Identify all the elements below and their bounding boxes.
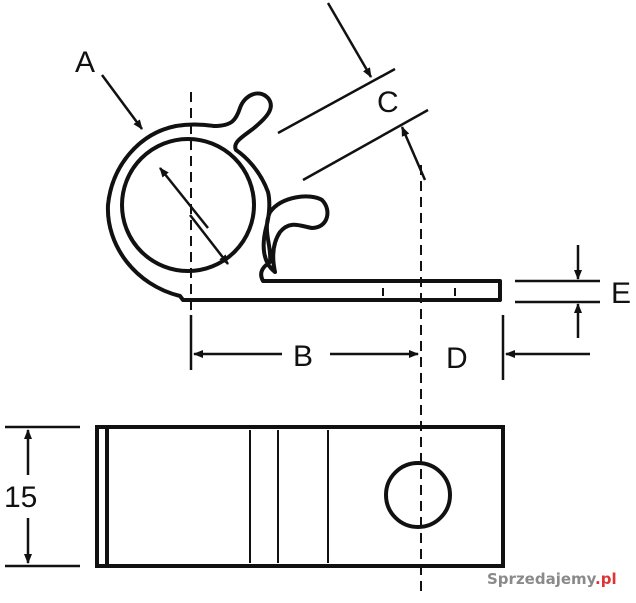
diameter-arrow xyxy=(159,167,209,229)
tab-ticks xyxy=(382,288,456,296)
c-extension-upper xyxy=(277,67,396,135)
label-c: C xyxy=(377,86,399,119)
clip-side-view xyxy=(105,91,502,302)
c-arrow-lower xyxy=(400,126,427,181)
dimension-lines xyxy=(5,2,600,568)
clip-outer-contour xyxy=(105,91,502,302)
watermark: Sprzedajemy.pl xyxy=(487,570,617,588)
clip-inner-circle xyxy=(120,137,256,273)
strip-outline xyxy=(95,425,505,568)
label-e: E xyxy=(611,277,631,310)
c-arrow-upper xyxy=(326,2,373,78)
mounting-hole xyxy=(384,461,452,529)
label-a: A xyxy=(75,46,95,79)
clip-top-view xyxy=(95,425,505,568)
watermark-text: Sprzedajemy.pl xyxy=(487,570,617,588)
c-extension-lower xyxy=(302,108,429,182)
leader-a xyxy=(100,74,144,130)
label-b: B xyxy=(293,340,313,373)
label-d: D xyxy=(446,342,468,375)
label-height: 15 xyxy=(4,481,37,514)
